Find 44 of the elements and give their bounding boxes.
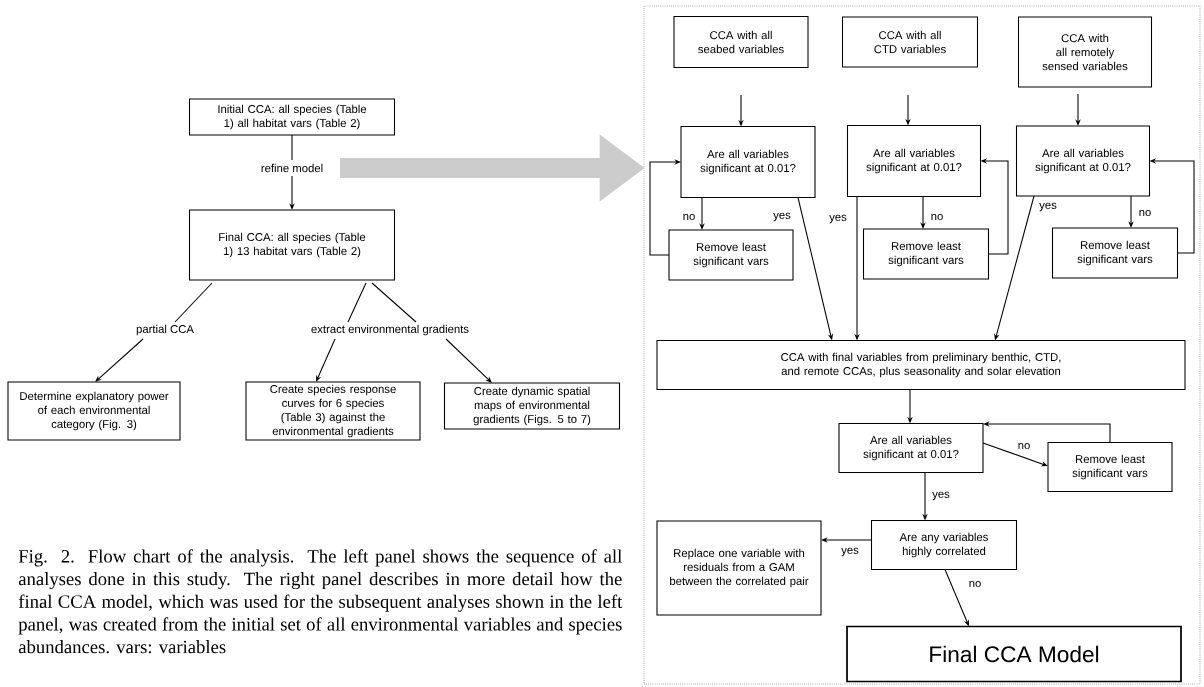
edge-label: no <box>929 212 945 222</box>
process-box: Remove least significant vars <box>1047 441 1173 493</box>
edge-label: yes <box>1037 201 1059 213</box>
edge-label: yes <box>930 490 952 502</box>
edge-label: yes <box>771 211 793 223</box>
process-box: CCA with final variables from preliminary benthic, CTD, and remote CCAs, plus seasonality and solar elevation <box>656 339 1186 391</box>
arrow <box>316 338 336 382</box>
arrow <box>649 159 681 256</box>
figure-caption: Fig. 2. Flow chart of the analysis. The left panel shows the sequence of all analyses done in this study. The right panel describes in more detail how the final CCA model, which was used for the subsequent analyses shown in the left panel, was created from the initial set of all environmental variables and species abundances. vars: variables <box>18 549 623 654</box>
process-box: Final CCA: all species (Table 1) 13 habitat vars (Table 2) <box>188 209 396 281</box>
process-box: CCA with all CTD variables <box>841 16 979 68</box>
edge-label: no <box>1016 441 1032 451</box>
process-box: Remove least significant vars <box>668 229 794 281</box>
arrow <box>445 338 492 383</box>
arrow <box>982 442 1048 467</box>
process-box: CCA with all remotely sensed variables <box>1017 16 1153 88</box>
result-box: Final CCA Model <box>846 625 1182 683</box>
process-box: Replace one variable with residuals from a GAM between the correlated pair <box>656 520 822 616</box>
panel-frame <box>643 5 1201 685</box>
process-box: Create species response curves for 6 species (Table 3) against the environmental gradients <box>245 381 421 441</box>
edge-label: yes <box>839 546 861 558</box>
process-box: Remove least significant vars <box>862 228 990 280</box>
arrow <box>95 338 144 382</box>
connector-line <box>174 282 213 323</box>
decision-box: Are all variables significant at 0.01? <box>680 125 816 199</box>
process-box: Initial CCA: all species (Table 1) all habitat vars (Table 2) <box>188 98 396 136</box>
decision-box: Are all variables significant at 0.01? <box>1015 125 1151 197</box>
edge-label: no <box>681 212 697 222</box>
flow-label: extract environmental gradients <box>309 323 471 337</box>
connector-line <box>347 282 367 323</box>
flow-label: partial CCA <box>134 323 196 337</box>
process-box: Determine explanatory power of each environmental category (Fig. 3) <box>7 381 181 441</box>
decision-box: Are all variables significant at 0.01? <box>838 422 984 474</box>
decision-box: Are any variables highly correlated <box>870 519 1018 571</box>
process-box: CCA with all seabed variables <box>673 15 809 69</box>
edge-label: yes <box>827 213 849 225</box>
connector-line <box>371 282 417 323</box>
process-box: Create dynamic spatial maps of environmental gradients (Figs. 5 to 7) <box>443 382 621 430</box>
flow-label: refine model <box>259 162 325 174</box>
edge-label: no <box>967 579 983 589</box>
edge-label: no <box>1137 208 1153 218</box>
connector-line <box>291 134 293 161</box>
decision-box: Are all variables significant at 0.01? <box>846 124 982 198</box>
process-box: Remove least significant vars <box>1051 227 1179 279</box>
